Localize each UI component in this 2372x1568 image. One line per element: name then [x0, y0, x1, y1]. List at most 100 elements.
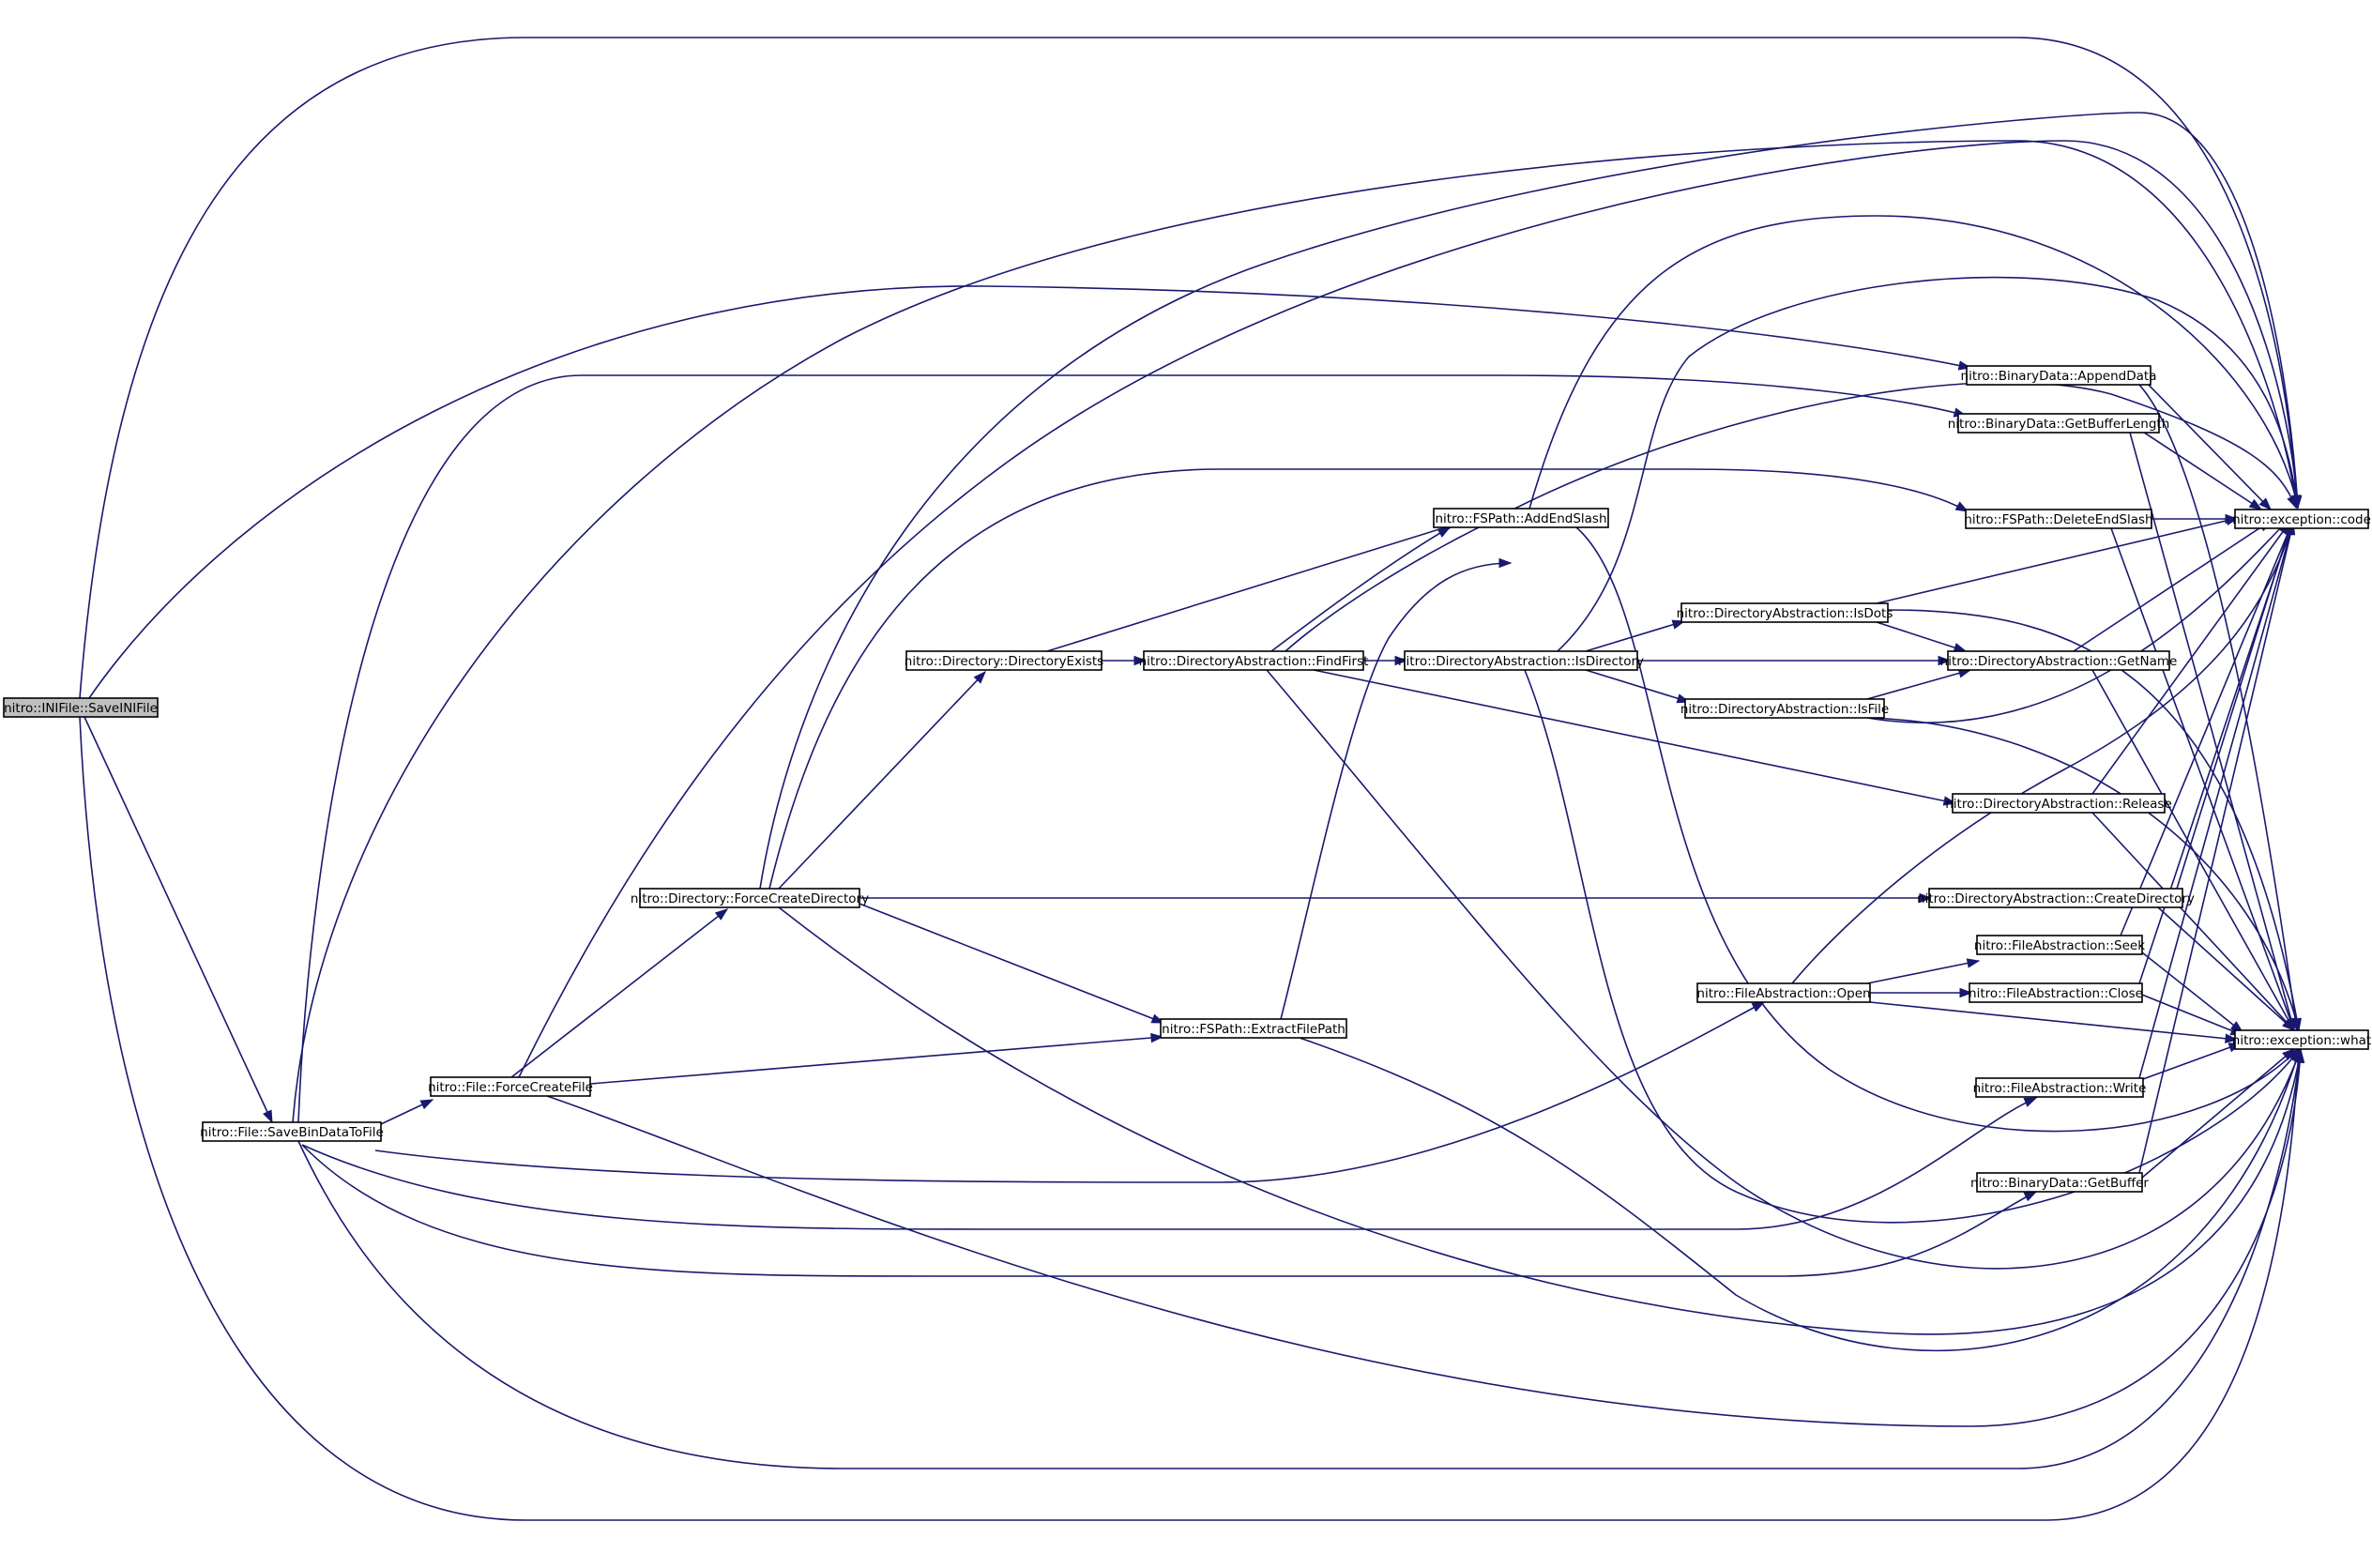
edge-n17-n22: [2138, 522, 2294, 1079]
edge-n21-n23: [2110, 527, 2295, 1031]
node-label: nitro::DirectoryAbstraction::FindFirst: [1139, 654, 1369, 669]
arrowhead-n1-n18: [2023, 1191, 2038, 1202]
node-label: nitro::DirectoryAbstraction::IsFile: [1680, 702, 1889, 717]
node-n3[interactable]: nitro::Directory::ForceCreateDirectory: [631, 888, 869, 908]
node-n12[interactable]: nitro::DirectoryAbstraction::CreateDirec…: [1917, 888, 2195, 908]
node-box[interactable]: [202, 1121, 382, 1142]
node-box[interactable]: [1433, 508, 1609, 528]
arrowhead-n20-n22: [2248, 498, 2263, 510]
edge-n19-n23: [2138, 384, 2298, 1031]
edge-n14-n23: [1869, 1001, 2238, 1041]
node-box[interactable]: [1976, 1172, 2143, 1193]
node-label: nitro::Directory::ForceCreateDirectory: [631, 891, 869, 906]
edge-n0-n22: [79, 37, 2298, 699]
edge-n1-n18: [301, 1144, 2037, 1277]
node-n1[interactable]: nitro::File::SaveBinDataToFile: [200, 1121, 384, 1142]
node-n21[interactable]: nitro::FSPath::DeleteEndSlash: [1964, 509, 2153, 529]
node-box[interactable]: [1969, 982, 2143, 1003]
node-box[interactable]: [1696, 982, 1871, 1003]
edge-n7-n23: [1524, 669, 2301, 1224]
arrowhead-n3-n12: [1919, 892, 1933, 904]
node-label: nitro::DirectoryAbstraction::GetName: [1940, 654, 2178, 669]
node-n0[interactable]: nitro::INIFile::SaveINIFile: [3, 697, 159, 718]
node-box[interactable]: [3, 697, 159, 718]
node-n6[interactable]: nitro::FSPath::AddEndSlash: [1433, 508, 1609, 528]
arrowhead-n2-n3: [714, 908, 729, 921]
node-n8[interactable]: nitro::DirectoryAbstraction::IsDots: [1677, 602, 1893, 623]
node-box[interactable]: [430, 1076, 591, 1097]
node-n23[interactable]: nitro::exception::what: [2232, 1029, 2371, 1050]
node-box[interactable]: [1928, 888, 2183, 908]
node-box[interactable]: [905, 650, 1102, 671]
node-label: nitro::DirectoryAbstraction::IsDots: [1677, 606, 1893, 621]
edge-n2-n22: [518, 140, 2299, 1078]
edge-n17-n23: [2142, 1043, 2242, 1080]
edge-n20-n23: [2129, 432, 2295, 1031]
arrowhead-n3-n4: [973, 670, 986, 684]
arrowhead-n4-n5: [1133, 655, 1148, 666]
edge-n13-n23: [1299, 1037, 2301, 1351]
node-box[interactable]: [1680, 602, 1889, 623]
node-n17[interactable]: nitro::FileAbstraction::Write: [1973, 1077, 2147, 1098]
edge-n1-n20: [297, 374, 1967, 1123]
node-n19[interactable]: nitro::BinaryData::AppendData: [1961, 365, 2157, 386]
node-box[interactable]: [1976, 935, 2143, 955]
node-n20[interactable]: nitro::BinaryData::GetBufferLength: [1948, 413, 2170, 434]
edge-n19-n22: [2138, 374, 2272, 510]
node-box[interactable]: [1143, 650, 1364, 671]
edge-n7-n9: [1585, 669, 1690, 703]
edge-n14-n22: [1791, 510, 2297, 984]
node-box[interactable]: [1160, 1018, 1347, 1039]
node-box[interactable]: [1957, 413, 2160, 434]
edge-n8-n22: [1876, 517, 2239, 604]
node-box[interactable]: [639, 888, 860, 908]
node-n15[interactable]: nitro::FileAbstraction::Seek: [1974, 935, 2145, 955]
edge-n8-n23: [1887, 609, 2300, 1031]
node-box[interactable]: [1966, 365, 2152, 386]
node-box[interactable]: [1952, 793, 2166, 814]
node-n11[interactable]: nitro::DirectoryAbstraction::Release: [1945, 793, 2172, 814]
arrowhead-n19-n22: [2258, 497, 2272, 511]
node-n18[interactable]: nitro::BinaryData::GetBuffer: [1970, 1172, 2149, 1193]
edge-n5-n6: [1270, 526, 1451, 652]
node-box[interactable]: [2234, 1029, 2369, 1050]
edge-n3-n4: [778, 671, 986, 890]
node-layer: nitro::INIFile::SaveINIFilenitro::File::…: [3, 365, 2371, 1193]
node-n22[interactable]: nitro::exception::code: [2232, 509, 2371, 529]
node-n16[interactable]: nitro::FileAbstraction::Close: [1969, 982, 2143, 1003]
node-n13[interactable]: nitro::FSPath::ExtractFilePath: [1160, 1018, 1347, 1039]
edge-n3-n21: [768, 468, 1969, 890]
edge-n18-n23: [2141, 1048, 2295, 1179]
node-n4[interactable]: nitro::Directory::DirectoryExists: [905, 650, 1103, 671]
edge-n15-n22: [2120, 522, 2293, 936]
edge-n9-n10: [1866, 669, 1971, 700]
arrowhead-n18-n23: [2282, 1048, 2296, 1061]
arrowhead-n1-n17: [2023, 1097, 2038, 1107]
edge-n2-n3: [510, 908, 728, 1078]
arrowhead-n5-n6: [1437, 526, 1452, 538]
node-box[interactable]: [1947, 650, 2170, 671]
node-box[interactable]: [1684, 698, 1885, 719]
node-n2[interactable]: nitro::File::ForceCreateFile: [428, 1076, 593, 1097]
arrowhead-n7-n22: [2291, 495, 2302, 510]
node-box[interactable]: [1975, 1077, 2144, 1098]
node-n14[interactable]: nitro::FileAbstraction::Open: [1696, 982, 1871, 1003]
node-box[interactable]: [1965, 509, 2152, 529]
edge-n7-n8: [1585, 620, 1685, 652]
edge-layer: [79, 37, 2305, 1521]
node-n10[interactable]: nitro::DirectoryAbstraction::GetName: [1940, 650, 2178, 671]
arrowhead-n3-n21: [1954, 501, 1969, 512]
edge-n16-n23: [2141, 994, 2243, 1036]
arrowhead-n13-n6: [1498, 557, 1513, 569]
node-label: nitro::FSPath::DeleteEndSlash: [1964, 512, 2152, 527]
node-n5[interactable]: nitro::DirectoryAbstraction::FindFirst: [1139, 650, 1369, 671]
edge-n3-n23: [778, 906, 2302, 1335]
node-box[interactable]: [2234, 509, 2369, 529]
node-label: nitro::exception::what: [2232, 1033, 2371, 1048]
node-n7[interactable]: nitro::DirectoryAbstraction::IsDirectory: [1398, 650, 1644, 671]
node-n9[interactable]: nitro::DirectoryAbstraction::IsFile: [1680, 698, 1889, 719]
edge-n9-n22: [1866, 510, 2297, 723]
node-box[interactable]: [1404, 650, 1638, 671]
arrowhead-n14-n16: [1959, 987, 1973, 998]
